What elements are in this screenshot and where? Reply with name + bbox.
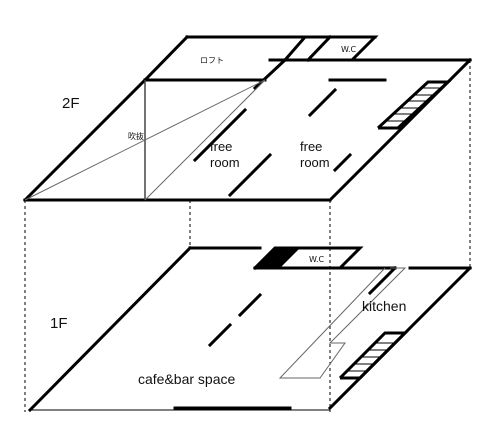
void-label: 吹抜	[128, 131, 144, 141]
partition-room-right-lower	[332, 152, 353, 173]
room-right-line2: room	[300, 155, 330, 170]
cafe-bar-space-label: cafe&bar space	[138, 371, 235, 387]
1f-stairs	[338, 331, 409, 380]
kitchen-label: kitchen	[362, 298, 406, 314]
2f-stairs	[376, 80, 452, 130]
partition-room-left-lower	[227, 152, 273, 198]
partition-room-right	[307, 87, 338, 118]
room-left-line2: room	[210, 155, 240, 170]
kitchen-counter	[278, 267, 407, 379]
1f-partition-lower	[207, 322, 233, 348]
loft-label: ロフト	[200, 56, 224, 65]
1f-kitchen-partition	[367, 265, 398, 296]
1f-wc-fill	[255, 248, 300, 268]
floor-connectors	[24, 60, 471, 412]
1f-floor-label: 1F	[50, 315, 68, 332]
void-edge-right	[144, 79, 266, 201]
partition-center-top	[252, 57, 288, 91]
2f-wc-box	[282, 35, 379, 63]
2f-left-wall	[22, 77, 148, 203]
1f-partition-upper	[237, 292, 263, 318]
2f-wc-divider	[305, 34, 333, 63]
loft-left-wall	[142, 34, 190, 83]
floor-2f: 2F ロフト W.C 吹抜 free room free room	[22, 34, 473, 203]
floor-1f: 1F W.C kitchen cafe&bar space	[27, 245, 473, 413]
2f-floor-label: 2F	[62, 95, 80, 112]
1f-wc-label: W.C	[309, 255, 325, 264]
room-left-line1: free	[210, 139, 232, 154]
2f-wc-label: W.C	[341, 45, 357, 54]
1f-left-wall	[27, 245, 193, 413]
room-right-line1: free	[300, 139, 322, 154]
partition-room-left	[192, 107, 248, 163]
